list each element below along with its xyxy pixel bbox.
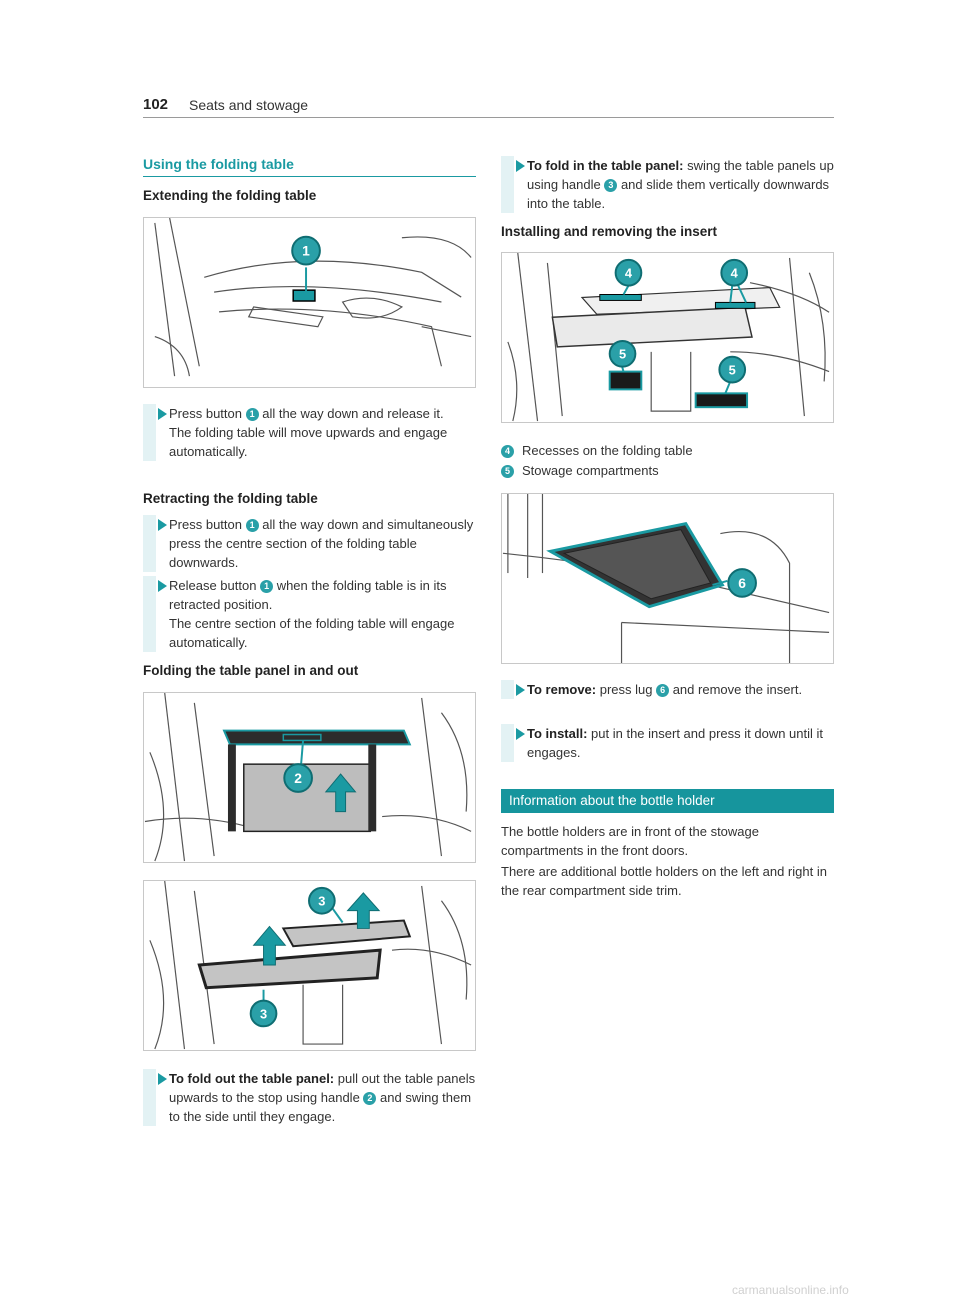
section-rule — [143, 176, 476, 177]
figure-extend-illustration: 1 — [154, 218, 472, 377]
callout-3a: 3 — [318, 894, 325, 909]
figure-extend-button: 1 — [143, 217, 476, 388]
callout-ref-3: 3 — [604, 179, 618, 192]
page-number: 102 — [143, 96, 169, 113]
callout-3b: 3 — [260, 1006, 267, 1021]
step-arrow-icon — [158, 1073, 167, 1085]
step-arrow-icon — [158, 408, 167, 420]
folding-title: Folding the table panel in and out — [143, 663, 359, 678]
step-extend: Press button 1 all the way down and rele… — [143, 404, 476, 461]
step-arrow-icon — [516, 684, 525, 696]
step-retract-2: Release button 1 when the folding table … — [143, 576, 476, 652]
step-arrow-icon — [158, 519, 167, 531]
installing-title: Installing and removing the insert — [501, 224, 718, 239]
step-arrow-icon — [516, 160, 525, 172]
paragraph-bottle-2: There are additional bottle holders on t… — [501, 864, 827, 898]
section-name: Seats and stowage — [189, 97, 309, 113]
callout-ref-1: 1 — [245, 519, 259, 532]
callout-5b: 5 — [729, 363, 736, 378]
figure-remove-insert-illustration: 6 — [502, 494, 830, 663]
step-fold-out: To fold out the table panel: pull out th… — [143, 1069, 476, 1126]
callout-1: 1 — [302, 243, 310, 259]
callout-ref-2: 2 — [363, 1092, 377, 1105]
callout-ref-1: 1 — [245, 408, 259, 421]
info-heading-bar: Information about the bottle holder — [501, 789, 834, 813]
step-fold-in: To fold in the table panel: swing the ta… — [501, 156, 834, 213]
callout-ref-6: 6 — [656, 684, 670, 697]
callout-2: 2 — [294, 770, 302, 786]
page-header: 102 Seats and stowage — [143, 96, 834, 118]
watermark: carmanualsonline.info — [732, 1283, 849, 1297]
figure-insert: 4 4 5 5 — [501, 252, 834, 423]
section-title: Using the folding table — [143, 156, 294, 172]
figure-fold-in: 3 3 — [143, 880, 476, 1051]
figure-fold-out: 2 — [143, 692, 476, 863]
step-arrow-icon — [516, 728, 525, 740]
paragraph-bottle-1: The bottle holders are in front of the s… — [501, 824, 759, 858]
step-arrow-icon — [158, 580, 167, 592]
callout-4a: 4 — [625, 266, 633, 281]
retracting-title: Retracting the folding table — [143, 491, 318, 506]
callout-ref-1: 1 — [260, 580, 274, 593]
callout-6: 6 — [738, 575, 746, 591]
figure-insert-illustration: 4 4 5 5 — [507, 253, 830, 422]
extending-title: Extending the folding table — [143, 188, 317, 203]
figure-fold-in-illustration: 3 3 — [149, 881, 472, 1050]
callout-4b: 4 — [731, 266, 739, 281]
figure-fold-out-illustration: 2 — [144, 693, 472, 862]
step-remove: To remove: press lug 6 and remove the in… — [501, 680, 834, 699]
step-install: To install: put in the insert and press … — [501, 724, 834, 762]
figure-remove-insert: 6 — [501, 493, 834, 664]
step-retract-1: Press button 1 all the way down and simu… — [143, 515, 476, 572]
callout-5a: 5 — [619, 347, 626, 362]
